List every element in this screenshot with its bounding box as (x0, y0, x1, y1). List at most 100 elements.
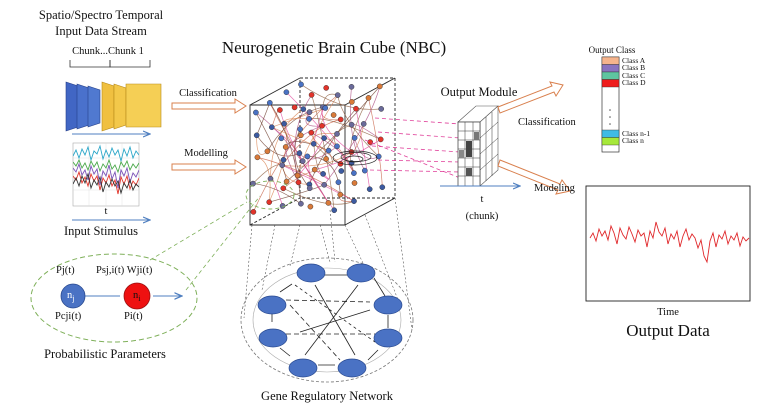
cube-neuron (321, 135, 327, 141)
class-label: Class C (622, 70, 646, 80)
gene-network-label: Gene Regulatory Network (261, 389, 393, 403)
chunk-bracket-right (109, 60, 151, 68)
cube-to-output-links (364, 117, 461, 179)
grn-genes (257, 263, 403, 378)
class-label: Class B (622, 63, 646, 72)
cube-neuron (250, 209, 257, 215)
cube-neuron (308, 92, 315, 98)
nj-label: nj (67, 290, 75, 304)
classification-arrow (171, 98, 247, 114)
output-modeling-arrow (497, 159, 571, 195)
neural-connection (271, 107, 326, 128)
cube-neuron (283, 89, 290, 95)
input-stimulus-label: Input Stimulus (64, 224, 138, 238)
time-axis-label: Time (657, 307, 679, 318)
output-modeling-label: Modeling (534, 183, 575, 194)
cube-neuron (348, 99, 355, 105)
cube-connections (252, 84, 383, 213)
cube-neuron (253, 132, 260, 139)
input-stream-title-line2: Input Data Stream (55, 24, 147, 38)
brain-cube (249, 77, 396, 226)
cube-neuron (297, 132, 304, 139)
gene-node (258, 328, 288, 348)
class-swatch (601, 137, 620, 146)
gene-node (257, 295, 287, 315)
probabilistic-ellipse (30, 253, 198, 343)
cube-neuron (278, 135, 285, 142)
cube-neuron (361, 167, 368, 174)
nbc-title: Neurogenetic Brain Cube (NBC) (221, 38, 447, 57)
cube-neuron (266, 199, 273, 205)
neuron-i (123, 282, 151, 310)
output-data-label: Output Data (626, 321, 710, 340)
cube-neuron (323, 156, 329, 162)
neural-connection (267, 106, 323, 152)
input-stimulus-plot (72, 142, 150, 220)
class-swatch (601, 56, 620, 65)
neural-connection (294, 129, 310, 189)
cube-neuron (366, 186, 373, 192)
cube-neuron (264, 148, 271, 155)
neural-connection (323, 86, 381, 186)
cube-neuron (334, 143, 340, 150)
cube-neuron (283, 178, 290, 185)
cube-neuron (353, 105, 359, 112)
chunk-block (101, 81, 115, 132)
cube-neuron (348, 149, 355, 155)
nbc-classification-label: Classification (179, 88, 237, 99)
cube-neuron (321, 181, 328, 188)
neural-connection (269, 102, 302, 204)
cube-neuron (306, 109, 313, 115)
gene-node (337, 358, 367, 378)
cube-neuron (325, 147, 332, 154)
cube-neuron (351, 180, 358, 186)
class-label: Class n-1 (622, 128, 651, 138)
output-signal-line (589, 221, 750, 264)
cube-neuron (306, 116, 312, 122)
cube-neuron (306, 185, 313, 191)
nbc-modelling-label: Modelling (184, 148, 228, 159)
cube-neuron (351, 170, 357, 176)
cube-neuron (308, 129, 315, 136)
ni-label: ni (133, 290, 141, 304)
pcji-label: Pcji(t) (55, 311, 82, 322)
cube-neuron (311, 166, 318, 173)
cube-neuron (280, 157, 287, 163)
pi-label: Pi(t) (124, 311, 143, 322)
cube-neuron (375, 153, 382, 160)
neural-connection (286, 91, 355, 174)
cube-neuron (304, 153, 311, 160)
neural-connection (349, 97, 369, 174)
chunk-bracket-left (69, 60, 111, 68)
cube-neuron (277, 107, 283, 113)
cube-neuron (297, 126, 303, 132)
output-arrows (497, 81, 571, 195)
cube-neuron (338, 168, 345, 174)
grn-outer-ellipse (240, 257, 414, 383)
cube-neuron (267, 175, 274, 182)
pj-label: Pj(t) (56, 265, 75, 276)
zoom-source-ellipse (245, 180, 295, 210)
class-label: Class A (622, 55, 646, 65)
modelling-arrow (171, 159, 247, 175)
cube-neuron (335, 179, 342, 185)
cube-neuron (254, 154, 261, 161)
neural-connection (305, 111, 323, 127)
neural-connection (283, 187, 355, 205)
probabilistic-panel (30, 180, 295, 343)
output-data-plot (585, 185, 751, 302)
cube-neuron (310, 140, 317, 147)
cube-neuron (266, 100, 273, 106)
chunk-block (65, 81, 79, 132)
input-stream-title-line1: Spatio/Spectro Temporal (38, 8, 164, 22)
cube-neuron (337, 116, 344, 123)
output-class-title: Output Class (588, 45, 636, 55)
gene-node (373, 295, 403, 315)
chunks-label: Chunk...Chunk 1 (72, 46, 144, 57)
class-swatch (601, 64, 620, 73)
cube-neuron (376, 83, 383, 90)
input-chunks (65, 60, 162, 134)
cube-neuron (360, 121, 367, 127)
cube-neuron (319, 123, 325, 129)
